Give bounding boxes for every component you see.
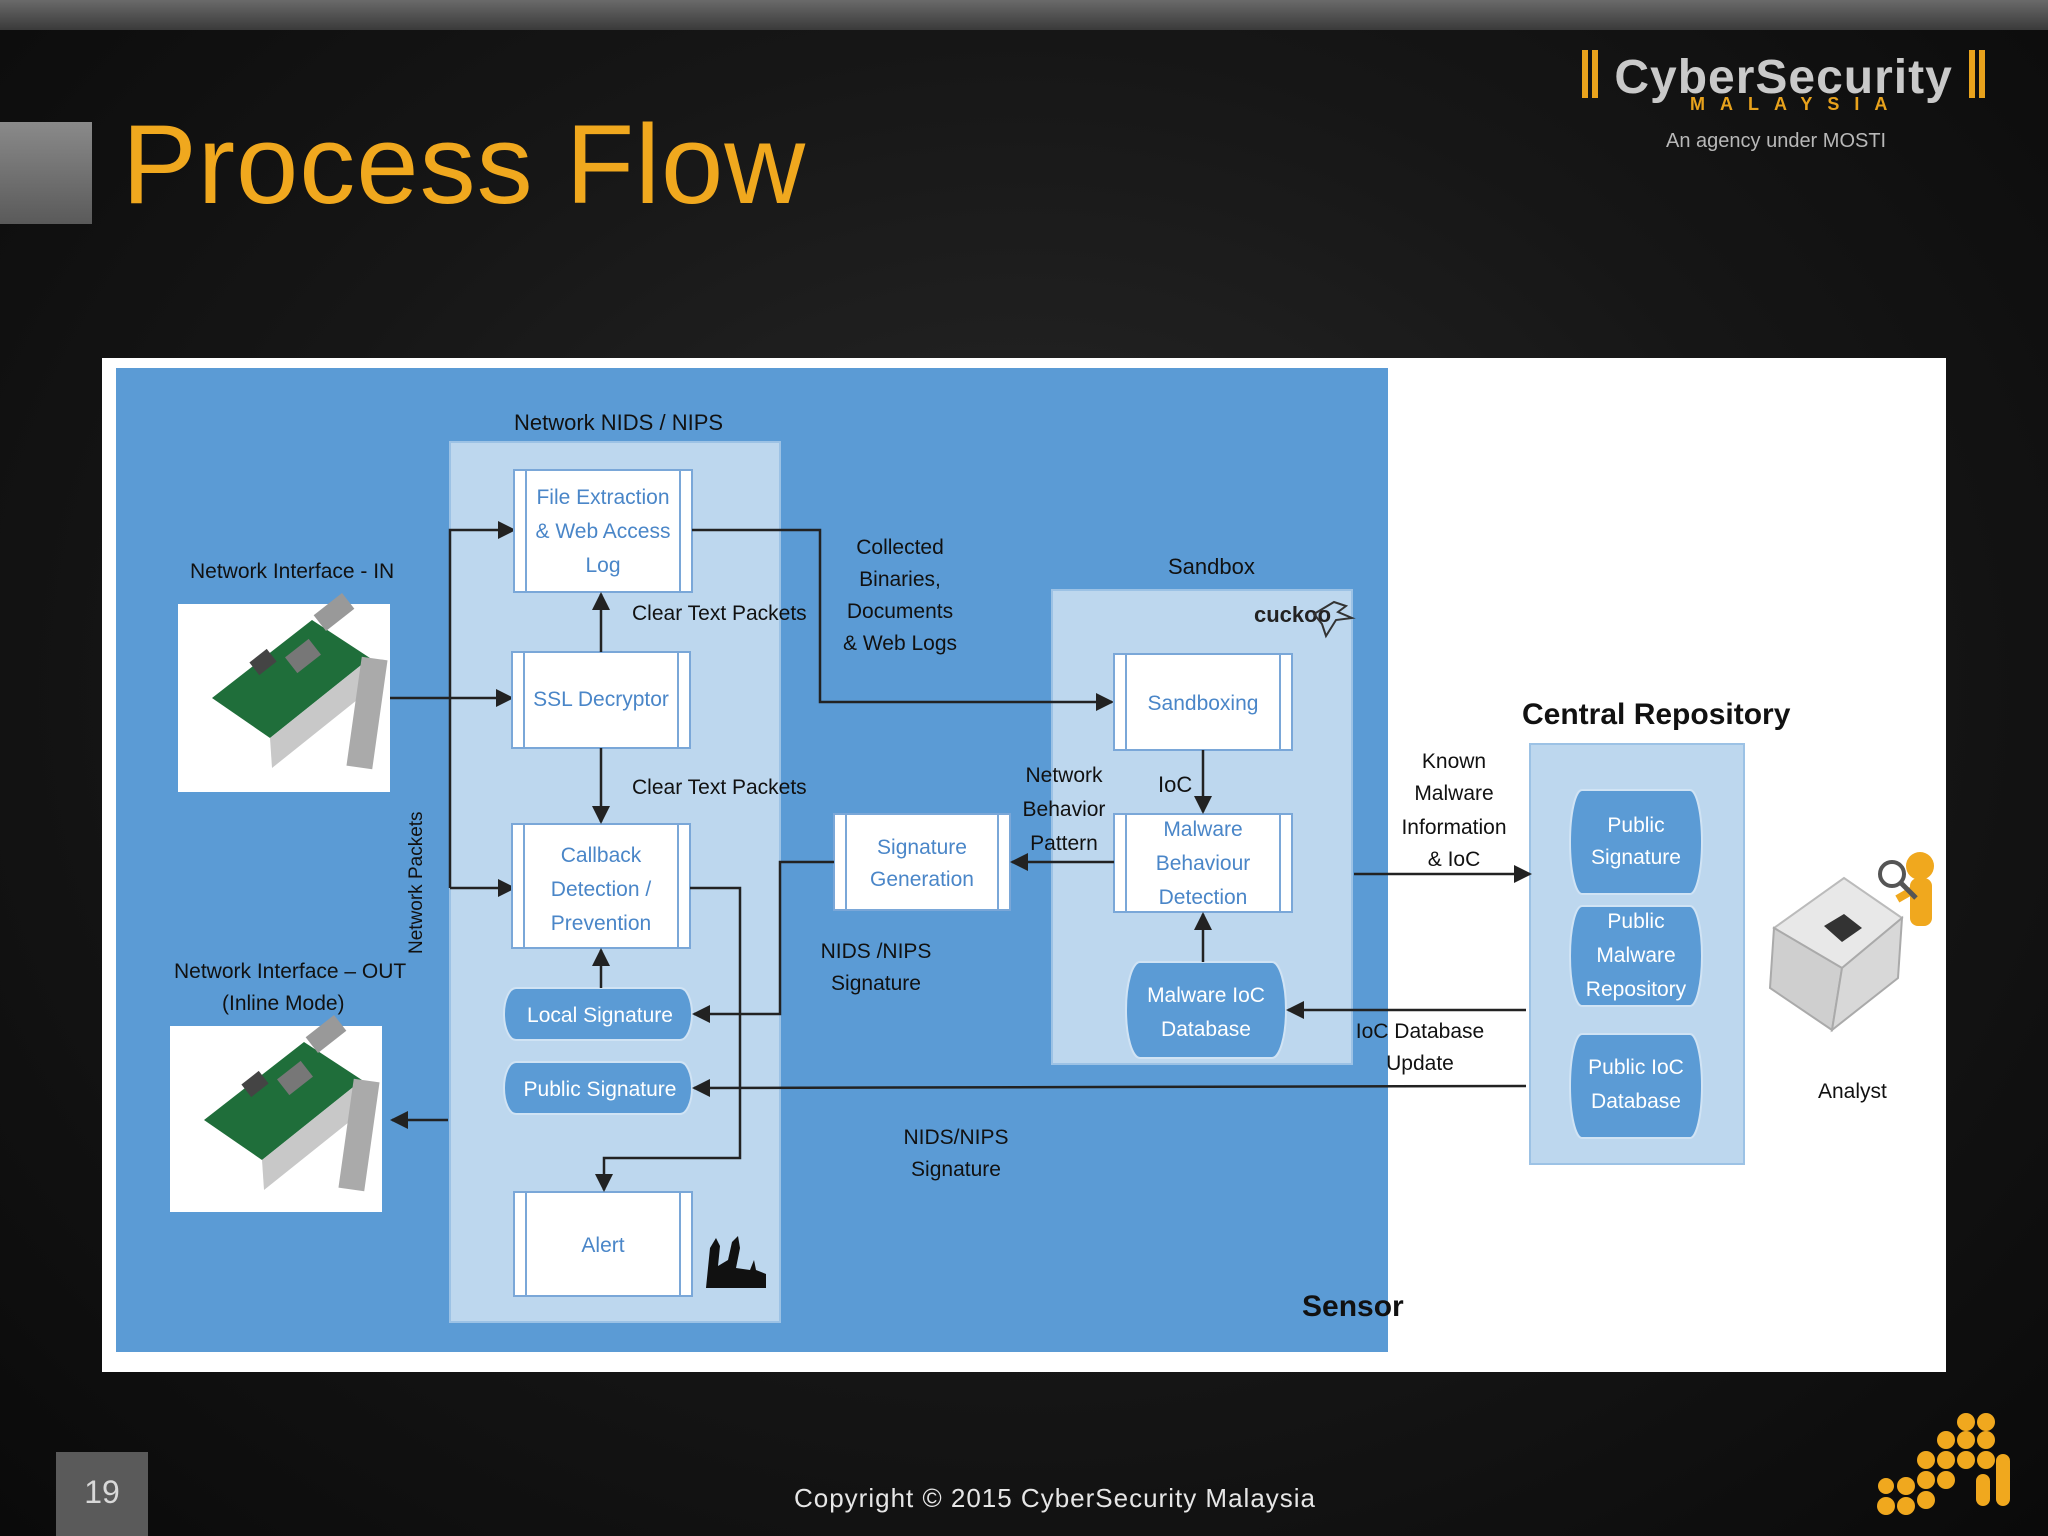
svg-text:NIDS/NIPS: NIDS/NIPS — [903, 1126, 1008, 1149]
logo-agency: An agency under MOSTI — [1666, 130, 1887, 152]
analyst-label: Analyst — [1818, 1080, 1887, 1103]
ssl-decryptor-node: SSL Decryptor — [511, 651, 691, 749]
analyst-puzzle-icon — [1768, 852, 1934, 1033]
svg-text:Generation: Generation — [870, 868, 974, 891]
network-out-label-2: (Inline Mode) — [222, 992, 345, 1015]
ioc-label: IoC — [1158, 772, 1192, 797]
svg-text:Public IoC: Public IoC — [1588, 1056, 1684, 1079]
signature-generation-node: Signature Generation — [833, 813, 1011, 911]
svg-text:Network: Network — [1025, 764, 1103, 787]
public-signature-sensor-db: Public Signature — [503, 1061, 693, 1115]
title-accent-square — [0, 122, 92, 224]
svg-text:Malware: Malware — [1414, 782, 1493, 805]
svg-text:Log: Log — [585, 554, 620, 577]
malware-ioc-db: Malware IoC Database — [1125, 961, 1287, 1059]
network-card-in-image — [178, 593, 390, 792]
file-extraction-node: File Extraction & Web Access Log — [513, 469, 693, 593]
logo-country: MALAYSIA — [1690, 94, 1903, 114]
svg-text:Behaviour: Behaviour — [1156, 852, 1251, 875]
clear-text-label-1: Clear Text Packets — [632, 602, 807, 625]
corner-dots-logo — [1877, 1413, 2010, 1515]
sandbox-title: Sandbox — [1168, 554, 1255, 579]
svg-text:& Web Access: & Web Access — [535, 520, 670, 543]
network-in-label: Network Interface - IN — [190, 560, 394, 583]
arrow-in-to-file — [448, 521, 516, 888]
svg-text:Database: Database — [1591, 1090, 1681, 1113]
svg-text:Documents: Documents — [847, 600, 953, 623]
svg-text:Detection: Detection — [1159, 886, 1248, 909]
process-flow-diagram: Sensor Network NIDS / NIPS Sandbox cucko… — [102, 358, 1946, 1372]
svg-text:Known: Known — [1422, 750, 1486, 773]
svg-text:File Extraction: File Extraction — [536, 486, 669, 509]
arrow-file-to-sandboxing — [692, 528, 1114, 711]
suricata-logo-icon — [706, 1236, 766, 1288]
svg-text:Update: Update — [1386, 1052, 1454, 1075]
top-bar — [0, 0, 2048, 30]
svg-text:Signature: Signature — [831, 972, 921, 995]
network-packets-label: Network Packets — [406, 811, 427, 954]
svg-text:SSL Decryptor: SSL Decryptor — [533, 688, 669, 711]
svg-text:Malware: Malware — [1163, 818, 1242, 841]
cybersecurity-logo: CyberSecurity MALAYSIA An agency under M… — [1580, 50, 2020, 160]
svg-text:Collected: Collected — [856, 536, 944, 559]
central-repository-title: Central Repository — [1522, 698, 1791, 731]
page-number-box: 19 — [56, 1452, 148, 1536]
cuckoo-logo-text: cuckoo — [1254, 602, 1331, 627]
svg-text:Signature: Signature — [1591, 846, 1681, 869]
page-number: 19 — [84, 1474, 120, 1510]
public-malware-repo-db: Public Malware Repository — [1569, 905, 1703, 1007]
svg-text:Prevention: Prevention — [551, 912, 651, 935]
svg-text:Behavior: Behavior — [1023, 798, 1106, 821]
svg-text:IoC Database: IoC Database — [1356, 1020, 1484, 1043]
svg-text:Local Signature: Local Signature — [527, 1004, 673, 1027]
nids-title: Network NIDS / NIPS — [514, 410, 723, 435]
svg-text:NIDS /NIPS: NIDS /NIPS — [821, 940, 932, 963]
svg-text:Pattern: Pattern — [1030, 832, 1098, 855]
sensor-label: Sensor — [1302, 1290, 1404, 1323]
svg-text:Information: Information — [1401, 816, 1506, 839]
diagram-canvas: Sensor Network NIDS / NIPS Sandbox cucko… — [116, 368, 1934, 1352]
svg-text:& Web Logs: & Web Logs — [843, 632, 957, 655]
svg-text:Public Signature: Public Signature — [524, 1078, 677, 1101]
clear-text-label-2: Clear Text Packets — [632, 776, 807, 799]
svg-text:Alert: Alert — [581, 1234, 624, 1257]
copyright-text: Copyright © 2015 CyberSecurity Malaysia — [793, 1483, 1317, 1513]
sandboxing-node: Sandboxing — [1113, 653, 1293, 751]
public-signature-repo-db: Public Signature — [1569, 789, 1703, 895]
svg-text:Malware IoC: Malware IoC — [1147, 984, 1265, 1007]
callback-detection-node: Callback Detection / Prevention — [511, 823, 691, 949]
logo-name: CyberSecurity — [1614, 51, 1953, 104]
arrow-siggen-to-local-sig — [692, 860, 834, 1023]
network-out-label-1: Network Interface – OUT — [174, 960, 406, 983]
malware-behaviour-node: Malware Behaviour Detection — [1113, 813, 1293, 913]
svg-text:Malware: Malware — [1596, 944, 1675, 967]
svg-text:Public: Public — [1607, 814, 1664, 837]
public-ioc-repo-db: Public IoC Database — [1569, 1033, 1703, 1139]
svg-text:Sandboxing: Sandboxing — [1148, 692, 1259, 715]
arrow-callback-to-alert — [595, 886, 742, 1192]
svg-text:Binaries,: Binaries, — [859, 568, 941, 591]
svg-text:Detection /: Detection / — [551, 878, 652, 901]
svg-text:Signature: Signature — [877, 836, 967, 859]
svg-text:Repository: Repository — [1586, 978, 1687, 1001]
svg-text:Callback: Callback — [561, 844, 642, 867]
svg-text:Public: Public — [1607, 910, 1664, 933]
local-signature-db: Local Signature — [503, 987, 693, 1041]
svg-text:Database: Database — [1161, 1018, 1251, 1041]
cuckoo-bird-icon — [1312, 600, 1356, 639]
svg-text:Signature: Signature — [911, 1158, 1001, 1181]
arrow-repo-to-public-signature — [692, 1078, 1527, 1097]
svg-text:& IoC: & IoC — [1428, 848, 1481, 871]
alert-node: Alert — [513, 1191, 693, 1297]
network-card-out-image — [170, 1015, 382, 1212]
slide-title: Process Flow — [122, 102, 807, 227]
